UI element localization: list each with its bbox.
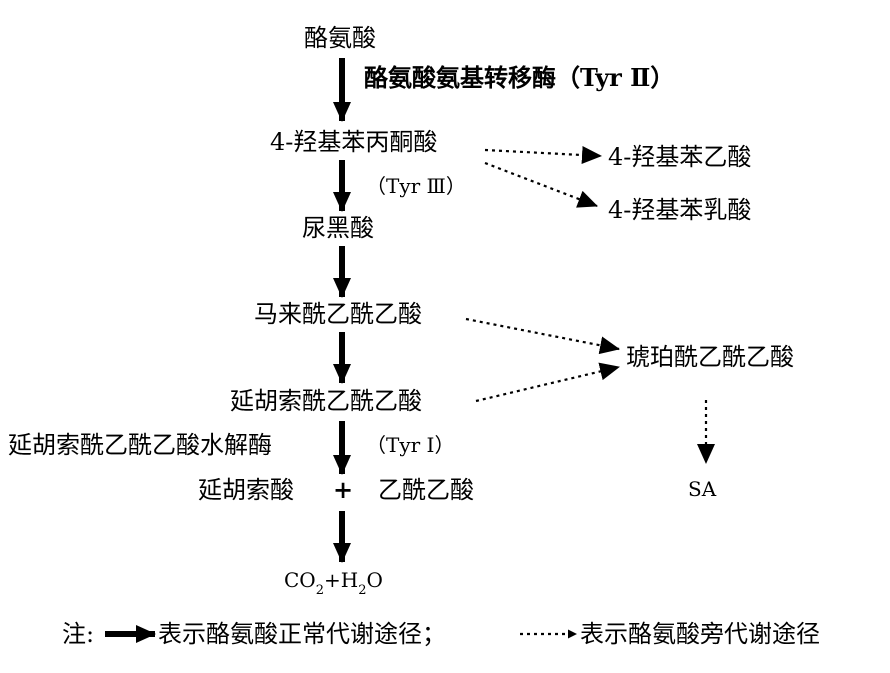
enzyme-tyr-i: （Tyr Ⅰ）	[366, 433, 455, 457]
o-text: O	[366, 568, 383, 592]
h2o-subscript: 2	[358, 583, 367, 598]
node-maleylacetoacetate: 马来酰乙酰乙酸	[254, 300, 422, 328]
enzyme-tyr-ii: 酪氨酸氨基转移酶（Tyr Ⅱ）	[364, 66, 674, 90]
dotted-arrow-hppa-to-hpaa	[484, 146, 602, 165]
node-acetoacetate: 乙酰乙酸	[378, 476, 474, 504]
dotted-arrow-fumarylacetoacetate-to-succinylacetoacetate	[475, 362, 620, 403]
enzyme-tyr-iii: （Tyr Ⅲ）	[366, 174, 466, 198]
node-sa: SA	[688, 477, 717, 501]
legend-dotted-description: 表示酪氨酸旁代谢途径	[580, 620, 820, 648]
node-tyrosine: 酪氨酸	[304, 24, 376, 52]
co2-subscript: 2	[315, 583, 324, 598]
legend-note-prefix: 注:	[62, 620, 95, 648]
plus-h-text: +H	[323, 568, 359, 592]
co2-text: CO	[284, 568, 316, 592]
enzyme-tyr-ii-label: 酪氨酸氨基转移酶（Tyr Ⅱ）	[364, 63, 675, 92]
node-fumarylacetoacetate: 延胡索酰乙酰乙酸	[230, 387, 422, 415]
node-4-hydroxyphenyllactate: 4-羟基苯乳酸	[608, 196, 752, 224]
node-co2-h2o: CO2+H2O	[284, 568, 383, 597]
node-4-hydroxyphenylacetate: 4-羟基苯乙酸	[608, 143, 752, 171]
dotted-arrow-hppa-to-hpla	[484, 161, 598, 208]
enzyme-fumarylacetoacetate-hydrolase: 延胡索酰乙酰乙酸水解酶	[8, 431, 272, 459]
legend-solid-description: 表示酪氨酸正常代谢途径；	[158, 620, 446, 648]
dotted-arrow-maleylacetoacetate-to-succinylacetoacetate	[465, 317, 620, 355]
plus-sign: +	[333, 475, 354, 504]
node-fumarate: 延胡索酸	[198, 476, 294, 504]
node-homogentisate: 尿黑酸	[302, 214, 374, 242]
node-succinylacetoacetate: 琥珀酰乙酰乙酸	[626, 343, 794, 371]
node-4-hydroxyphenylpyruvate: 4-羟基苯丙酮酸	[270, 128, 438, 156]
